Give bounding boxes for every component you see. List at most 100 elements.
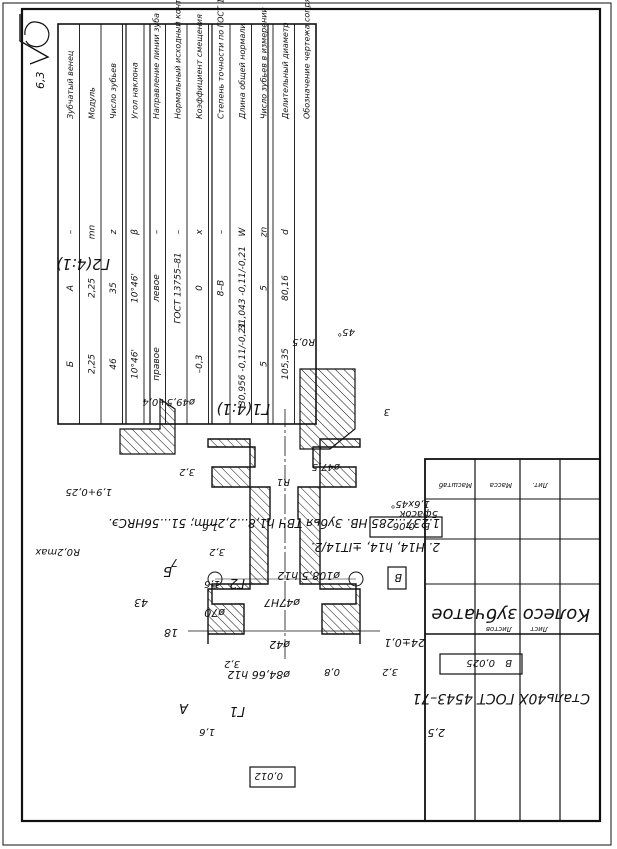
param-b-8: 30,956 -0,11/-0,21 bbox=[238, 322, 248, 406]
surface-finish-mark: 6,3 bbox=[19, 14, 50, 90]
param-label-6: Коэффициент смещения bbox=[195, 14, 204, 119]
dim-len5: 24±0,1 bbox=[384, 636, 425, 649]
detail-view-g1: Г1(4:1) R0,5 45° 3 R1 ø47,5 bbox=[216, 326, 390, 487]
param-sym-5: – bbox=[174, 229, 184, 234]
tol-cyl-frame: 0,012 bbox=[249, 766, 296, 788]
view-g1-title: Г1(4:1) bbox=[216, 400, 270, 418]
tol-perp-ref: В bbox=[505, 657, 512, 668]
param-label-7: Степень точности по ГОСТ 1643–81 bbox=[217, 0, 226, 119]
view-g2-title: Г2(4:1) bbox=[56, 255, 110, 273]
rough-4: 3,2 bbox=[224, 658, 240, 669]
check-icon bbox=[19, 14, 50, 65]
param-label-2: Число зубьев bbox=[109, 63, 118, 119]
tol-perp: 0,025 bbox=[466, 657, 495, 668]
inner-frame bbox=[20, 7, 602, 823]
param-label-4: Направление линии зуба bbox=[152, 13, 161, 119]
label-g1: Г1 bbox=[229, 703, 245, 718]
datum-b-frame: В bbox=[387, 566, 407, 590]
param-label-3: Угол наклона bbox=[131, 62, 140, 119]
tech-note-1: 1.237...285 НВ. Зубья ТВЧ h1,8...2,2mm; … bbox=[108, 516, 440, 530]
dim-d4: ø42 bbox=[269, 638, 291, 651]
param-sym-1: mn bbox=[88, 224, 98, 239]
g2-dim2: 1,9+0,25 bbox=[65, 486, 112, 497]
g1-dim1: R0,5 bbox=[292, 336, 315, 347]
chamfer-dim: 1,6х45° bbox=[390, 498, 430, 509]
main-part-view: ø108,5 h12 ø47H7 ø70 ø42 ø84,66 h12 43 7… bbox=[134, 409, 523, 788]
tol-runout-ref: В bbox=[423, 520, 430, 531]
param-a-6: 0 bbox=[195, 285, 205, 291]
dim-len3: 18 bbox=[164, 626, 178, 639]
tol-runout: 0,06 bbox=[393, 520, 415, 531]
dim-d2: ø47H7 bbox=[264, 596, 301, 609]
bracket-icon bbox=[24, 21, 50, 48]
mass-label: Масса bbox=[490, 481, 512, 489]
label-a: А bbox=[179, 700, 189, 715]
param-a-9: 5 bbox=[260, 285, 270, 291]
dim-d5: ø84,66 h12 bbox=[227, 668, 291, 681]
param-sym-4: – bbox=[152, 229, 162, 234]
param-b-2: 46 bbox=[109, 358, 119, 370]
detail-view-g2: Г2(4:1) ø49,5+0,4 1,9+0,25 3,2 R0,2max bbox=[35, 255, 196, 557]
param-b-0: Б bbox=[66, 361, 76, 367]
param-sym-6: x bbox=[195, 229, 205, 236]
tol-cyl: 0,012 bbox=[254, 770, 283, 781]
param-sym-3: β bbox=[131, 229, 141, 236]
param-sym-2: z bbox=[109, 229, 119, 235]
param-b-10: 105,35 bbox=[281, 348, 291, 380]
g2-dim1: ø49,5+0,4 bbox=[142, 396, 196, 407]
tech-note-2: 2. H14, h14, ±IT14/2. bbox=[311, 540, 440, 554]
param-label-0: Зубчатый венец bbox=[66, 50, 75, 119]
rough-3: 1,6 bbox=[199, 726, 215, 737]
lit-label: Лит. bbox=[532, 481, 549, 489]
g1-dim3: 3 bbox=[384, 406, 390, 417]
param-b-4: правое bbox=[152, 347, 162, 381]
param-label-5: Нормальный исходный контур bbox=[174, 0, 183, 119]
part-material: Сталь40Х ГОСТ 4543–71 bbox=[412, 690, 590, 706]
param-a-10: 80,16 bbox=[281, 275, 291, 301]
scale-label: Масштаб bbox=[438, 481, 472, 489]
param-a-8: 31,043 -0,11/-0,21 bbox=[238, 246, 248, 330]
param-a-1: 2,25 bbox=[88, 278, 98, 298]
part-name: Колесо зубчатое bbox=[431, 604, 590, 625]
param-a-7: 8–В bbox=[217, 280, 227, 296]
param-sym-9: zn bbox=[260, 226, 270, 238]
param-sym-7: – bbox=[217, 229, 227, 234]
param-sym-0: – bbox=[66, 229, 76, 234]
g1-dim4: R1 bbox=[277, 476, 290, 487]
param-label-1: Модуль bbox=[88, 87, 97, 119]
param-sym-8: W bbox=[238, 226, 248, 236]
dim-d3: ø70 bbox=[204, 606, 226, 619]
dim-d1: ø108,5 h12 bbox=[277, 569, 341, 582]
g1-dim2: 45° bbox=[337, 326, 355, 337]
tol-runout-frame: 0,06 В bbox=[369, 516, 443, 538]
param-label-11: Обозначение чертежа сопряженных колес bbox=[303, 0, 312, 119]
param-b-9: 5 bbox=[260, 361, 270, 367]
datum-b: В bbox=[394, 571, 402, 584]
g2-dim3: 3,2 bbox=[179, 466, 195, 477]
surface-finish-value: 6,3 bbox=[34, 72, 47, 90]
param-a-4: левое bbox=[152, 274, 162, 303]
rough-7: 3,2 bbox=[382, 666, 398, 677]
param-b-6: –0,3 bbox=[195, 354, 205, 373]
param-a-5: ГОСТ 13755–81 bbox=[174, 252, 184, 323]
param-sym-10: d bbox=[281, 229, 291, 235]
rough-6: 0,8 bbox=[324, 666, 340, 677]
g1-dim5: ø47,5 bbox=[312, 461, 341, 472]
param-a-0: А bbox=[66, 285, 76, 292]
param-label-8: Длина общей нормали bbox=[238, 23, 247, 120]
param-b-3: 10°46' bbox=[131, 349, 141, 379]
dim-len2: 7 bbox=[171, 556, 178, 569]
dim-len4: 2,5 bbox=[428, 726, 446, 739]
rough-1: 1,6 bbox=[204, 578, 220, 589]
param-a-3: 10°46' bbox=[131, 273, 141, 303]
title-block: Колесо зубчатое Сталь40Х ГОСТ 4543–71 Ли… bbox=[412, 458, 601, 822]
param-label-10: Делительный диаметр bbox=[281, 22, 290, 120]
param-label-9: Число зубьев в измерении bbox=[260, 7, 269, 119]
rough-5: 1,6 bbox=[202, 521, 218, 532]
